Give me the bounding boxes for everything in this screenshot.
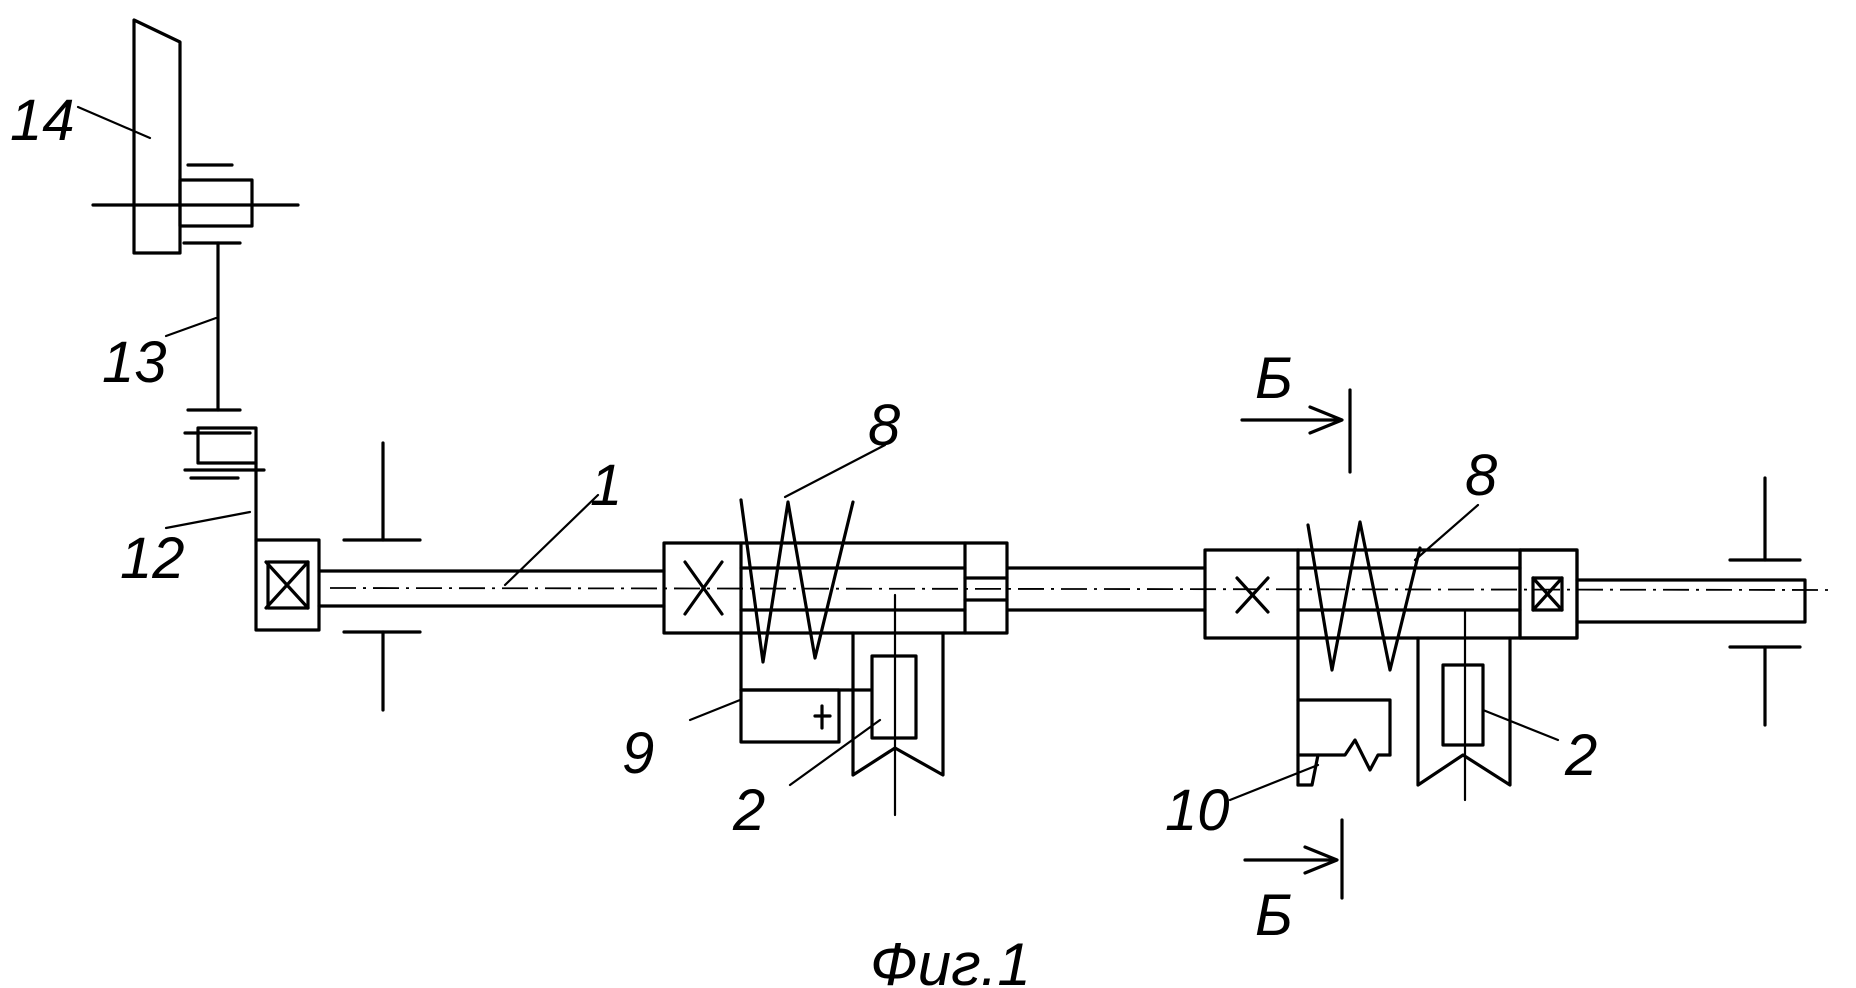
label-2-left: 2	[732, 778, 765, 843]
figure-caption: Фиг.1	[870, 931, 1031, 988]
section-label-top: Б	[1255, 346, 1293, 411]
support-right	[1730, 478, 1800, 725]
clutch-assembly-left	[664, 445, 1007, 815]
label-9: 9	[622, 721, 654, 786]
label-14: 14	[10, 88, 75, 153]
shaft-1	[319, 495, 1835, 622]
label-1: 1	[590, 453, 622, 518]
label-8-right: 8	[1465, 443, 1497, 508]
clutch-assembly-right	[1205, 505, 1577, 800]
label-10: 10	[1165, 778, 1230, 843]
label-13: 13	[102, 330, 167, 395]
label-2-right: 2	[1564, 723, 1597, 788]
support-left	[344, 443, 420, 710]
label-8-left: 8	[868, 393, 900, 458]
section-label-bottom: Б	[1255, 883, 1293, 948]
label-12: 12	[120, 526, 185, 591]
gear-14	[78, 20, 298, 253]
link-12	[166, 428, 319, 630]
link-13	[166, 243, 240, 410]
